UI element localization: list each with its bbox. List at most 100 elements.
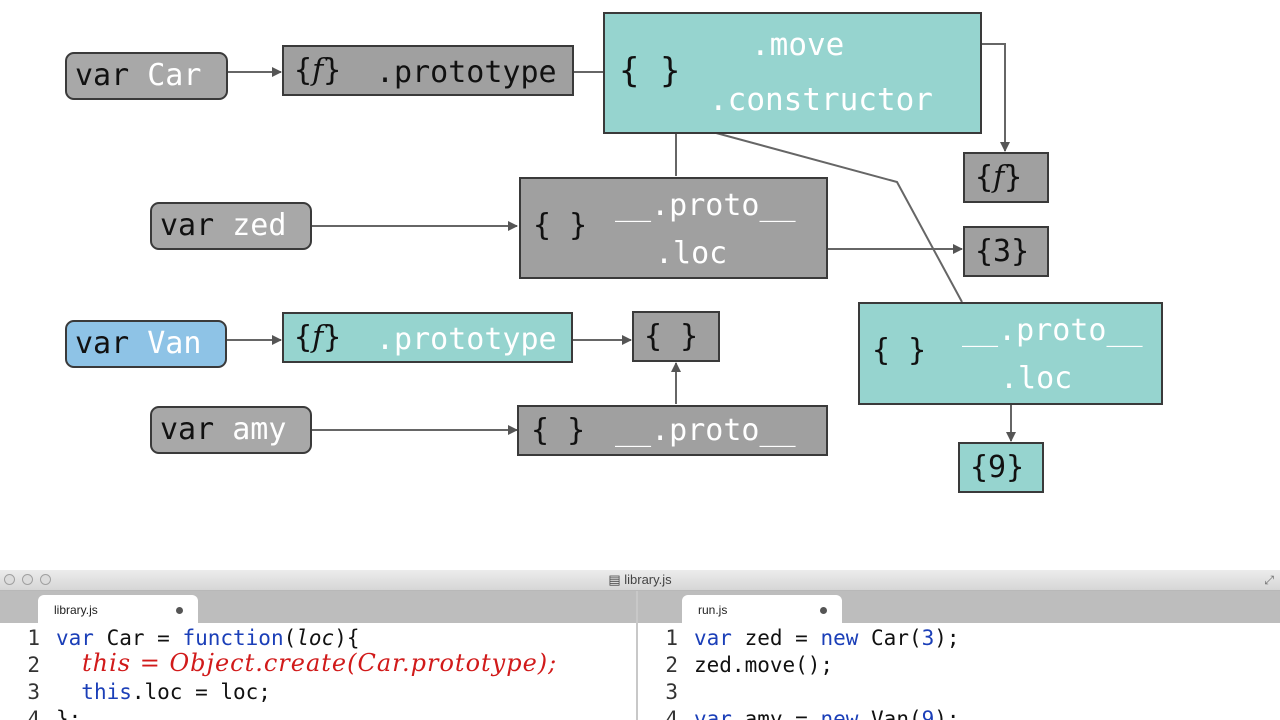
window-title: ▤ library.js [0,572,1280,588]
code-text: ( [283,626,297,650]
brace: } [1004,160,1023,195]
var-keyword: var [75,326,130,361]
keyword: var [56,626,94,650]
value-9-box: {9} [958,442,1044,493]
amy-object: { } __.proto__ [517,405,828,456]
line-number: 4 [27,707,40,720]
move-function-box: {f} [963,152,1049,203]
brace: } [323,320,342,355]
constructor-label: .constructor [709,82,933,118]
line-number: 3 [27,680,40,704]
arrow-right-proto-to-car-proto [693,124,963,303]
number: 3 [921,626,935,650]
code-text: zed.move(); [694,653,834,677]
keyword: new [820,707,859,720]
value-9: {9} [970,450,1025,485]
file-icon: ▤ [608,572,625,587]
code-line: 3 this.loc = loc; [0,680,271,704]
keyword: new [820,626,859,650]
code-text: Van( [858,707,922,720]
loc-label: .loc [655,236,728,271]
unsaved-dot-icon[interactable] [820,607,827,614]
brace: { [294,320,313,355]
right-tab-bar: run.js [638,591,1280,623]
van-prototype-object: { } [632,311,720,362]
code-editor-window: ▤ library.js ⤢ library.js run.js 1 var Ca… [0,570,1280,720]
zoom-window-button[interactable] [40,574,51,585]
fullscreen-icon[interactable]: ⤢ [1264,573,1274,587]
code-text: ); [934,707,960,720]
object-braces: { } [872,333,927,368]
right-object: { } __.proto__ .loc [858,302,1163,405]
diagram-arrows [227,43,1016,442]
code-line: 4}; [0,707,81,720]
unsaved-dot-icon[interactable] [176,607,183,614]
brace: { [294,53,313,88]
var-zed-name: zed [232,208,287,243]
line-number: 1 [665,626,678,650]
keyword: this [81,680,132,704]
value-3-box: {3} [963,226,1049,277]
proto-label: __.proto__ [962,313,1143,348]
arrow-move-to-f [981,43,1010,152]
code-text: ){ [334,626,360,650]
minimize-window-button[interactable] [22,574,33,585]
van-function-box: {f} .prototype [282,312,573,363]
car-function-box: {f} .prototype [282,45,574,96]
keyword: var [694,707,732,720]
code-text: }; [56,707,82,720]
loc-label: .loc [1000,361,1073,396]
line-number: 3 [665,680,678,704]
prototype-diagram: var Car {f} .prototype { } .move .constr… [65,12,1163,493]
prototype-label: .prototype [376,322,557,357]
brace: { [975,160,994,195]
code-line: 2 [0,653,56,677]
value-3: {3} [975,234,1030,269]
code-text: .loc = loc; [131,680,271,704]
left-tab-bar: library.js [0,591,636,623]
brace: } [323,53,342,88]
proto-label: __.proto__ [615,188,796,223]
proto-text: __.proto__ [615,413,796,448]
move-label: .move [751,27,845,63]
close-window-button[interactable] [4,574,15,585]
var-van: var Van [65,320,227,368]
code-text: Car = [93,626,183,650]
code-text: zed = [731,626,821,650]
code-line: 3 [638,680,694,704]
object-braces: { } [619,51,681,91]
code-text: Car( [858,626,922,650]
pane-divider[interactable] [636,591,638,720]
f-label: f [312,53,324,88]
f-label: f [312,320,324,355]
var-keyword: var [160,208,215,243]
object-braces: { } [533,208,588,243]
var-car: var Car [65,52,228,100]
handwritten-annotation: this = Object.create(Car.prototype); [82,649,558,677]
tab-label: library.js [54,603,98,617]
var-car-name: Car [147,58,202,93]
var-amy: var amy [150,406,312,454]
var-van-name: Van [147,326,202,361]
line-number: 2 [27,653,40,677]
object-braces: { } [644,319,699,354]
number: 9 [921,707,935,720]
var-amy-name: amy [232,412,287,447]
line-number: 2 [665,653,678,677]
f-label: f [993,160,1005,195]
keyword: var [694,626,732,650]
var-zed: var zed [150,202,312,250]
tab-run-js[interactable]: run.js [682,595,842,623]
line-number: 4 [665,707,678,720]
proto-label: __.proto__ [615,414,796,448]
var-keyword: var [75,58,130,93]
line-number: 1 [27,626,40,650]
tab-library-js[interactable]: library.js [38,595,198,623]
object-braces: { } [531,413,586,448]
argument: loc [296,626,335,650]
